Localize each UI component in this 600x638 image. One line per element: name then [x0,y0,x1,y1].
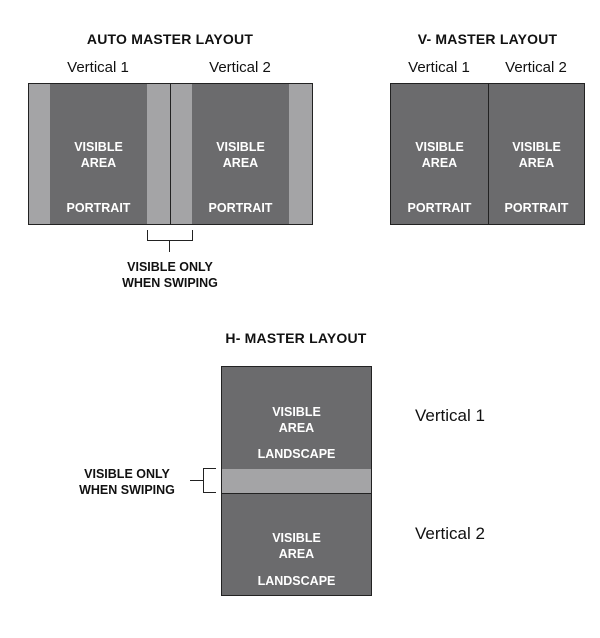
h-swipe-bracket-stem [190,480,203,481]
auto-swipe-note: VISIBLE ONLY WHEN SWIPING [110,259,230,291]
auto-center-divider [170,84,171,224]
v-left-visible-area-label: VISIBLE AREA [391,139,488,171]
h-bottom-visible-line1: VISIBLE [272,531,321,545]
h-swipe-note-line1: VISIBLE ONLY [84,467,170,481]
v-left-visible-line2: AREA [421,156,458,170]
h-bottom-orientation-label: LANDSCAPE [257,574,336,588]
v-master-title: V- MASTER LAYOUT [417,31,558,47]
auto-center-strip-left [147,84,170,224]
h-bottom-visible-line2: AREA [278,547,315,561]
auto-swipe-note-line2: WHEN SWIPING [122,276,218,290]
v-master-frame: VISIBLE AREA PORTRAIT VISIBLE AREA PORTR… [390,83,585,225]
auto-left-visible-line1: VISIBLE [74,140,123,154]
h-swipe-bracket [203,468,216,493]
h-top-visible-area-label: VISIBLE AREA [222,404,371,436]
auto-left-orientation-label: PORTRAIT [66,201,131,215]
auto-master-frame: VISIBLE AREA PORTRAIT VISIBLE AREA PORTR… [28,83,313,225]
v-left-visible-line1: VISIBLE [415,140,464,154]
auto-swipe-note-line1: VISIBLE ONLY [127,260,213,274]
v-vertical-1-label: Vertical 1 [408,59,470,76]
h-vertical-2-label: Vertical 2 [415,524,485,543]
v-right-visible-line2: AREA [518,156,555,170]
h-bottom-visible-area-label: VISIBLE AREA [222,530,371,562]
auto-vertical-2-label: Vertical 2 [209,59,271,76]
h-top-visible-line1: VISIBLE [272,405,321,419]
h-swipe-note-line2: WHEN SWIPING [79,483,175,497]
v-center-divider [488,84,489,224]
auto-left-edge-strip [29,84,50,224]
auto-master-title: AUTO MASTER LAYOUT [86,31,254,47]
auto-right-visible-line1: VISIBLE [216,140,265,154]
v-right-visible-line1: VISIBLE [512,140,561,154]
h-master-frame: VISIBLE AREA LANDSCAPE VISIBLE AREA LAND… [221,366,372,596]
auto-swipe-bracket-stem [169,240,170,252]
h-top-orientation-label: LANDSCAPE [257,447,336,461]
h-swipe-note: VISIBLE ONLY WHEN SWIPING [68,466,186,498]
v-right-visible-area-label: VISIBLE AREA [489,139,584,171]
auto-right-visible-area-label: VISIBLE AREA [192,139,289,171]
auto-right-visible-line2: AREA [222,156,259,170]
h-top-visible-line2: AREA [278,421,315,435]
v-right-orientation-label: PORTRAIT [504,201,569,215]
auto-vertical-1-label: Vertical 1 [67,59,129,76]
auto-right-edge-strip [289,84,312,224]
h-master-title: H- MASTER LAYOUT [225,330,367,346]
auto-swipe-bracket [147,230,193,241]
auto-right-orientation-label: PORTRAIT [208,201,273,215]
v-left-orientation-label: PORTRAIT [407,201,472,215]
auto-center-strip-right [171,84,192,224]
h-vertical-1-label: Vertical 1 [415,406,485,425]
auto-left-visible-line2: AREA [80,156,117,170]
h-center-divider [222,493,371,494]
v-vertical-2-label: Vertical 2 [505,59,567,76]
h-swipe-strip [222,469,371,493]
auto-left-visible-area-label: VISIBLE AREA [50,139,147,171]
